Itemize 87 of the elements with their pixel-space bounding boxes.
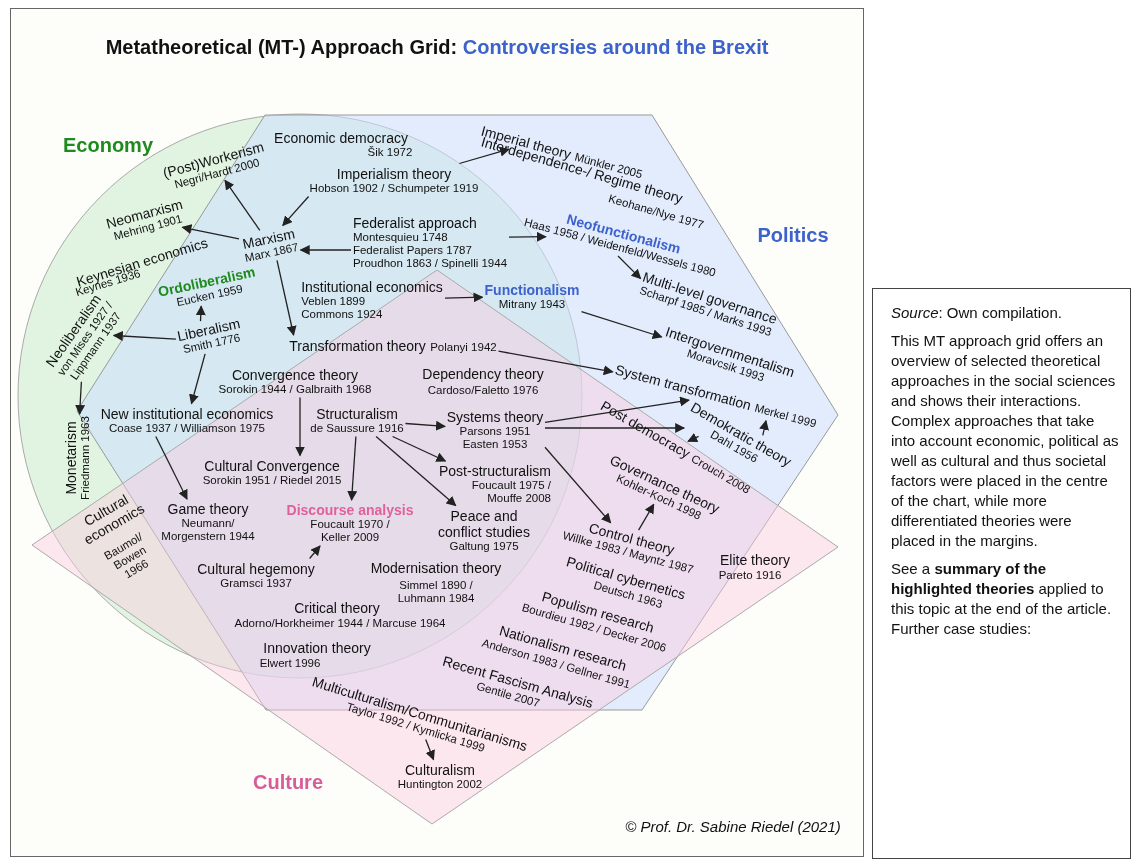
theory-name: Innovation theory xyxy=(263,640,371,656)
theory-name: Monetarism xyxy=(62,420,79,497)
author-citation: Hobson 1902 / Schumpeter 1919 xyxy=(309,181,479,195)
arrow xyxy=(195,305,206,322)
author-citation: Polanyi 1942 xyxy=(430,341,497,353)
author-citation: Neumann/ Morgenstern 1944 xyxy=(160,517,256,543)
theory-name: Economic democracy xyxy=(274,130,408,146)
theory-name: Institutional economics xyxy=(301,279,443,295)
arrow xyxy=(375,435,457,507)
author-citation: Foucault 1970 / Keller 2009 xyxy=(309,518,391,544)
theory-name: Dependency theory xyxy=(422,366,544,382)
summary-note: See a summary of the highlighted theories applied to this topic at the end of the article. Further case studies: xyxy=(891,559,1113,639)
arrow xyxy=(224,179,261,231)
arrow xyxy=(181,224,240,240)
arrow xyxy=(276,259,297,336)
author-citation: Gramsci 1937 xyxy=(219,576,292,590)
theory-name: Cultural Convergence xyxy=(203,457,341,474)
author-citation: de Saussure 1916 xyxy=(310,421,404,435)
theory-name: Modernisation theory xyxy=(370,560,502,576)
arrow xyxy=(687,432,700,442)
theory-name: Peace and conflict studies xyxy=(437,507,531,540)
arrow xyxy=(544,446,612,524)
region-title: Politics xyxy=(757,223,829,247)
author-citation: Montesquieu 1748 xyxy=(352,230,448,244)
arrow xyxy=(282,195,310,227)
arrow xyxy=(544,423,686,433)
theory-name: Post-structuralism xyxy=(439,463,551,479)
theory-name: New institutional economics xyxy=(100,405,274,422)
region-title: Culture xyxy=(253,770,323,794)
theory-name: Game theory xyxy=(166,501,250,517)
arrow xyxy=(347,435,358,501)
author-citation: Merkel 1999 xyxy=(753,401,818,430)
author-citation: Simmel 1890 / Luhmann 1984 xyxy=(396,579,476,605)
theory-name: Functionalism xyxy=(484,281,580,298)
theory-name: Culturalism xyxy=(404,761,476,778)
arrow xyxy=(295,396,305,457)
diagram-title: Metatheoretical (MT-) Approach Grid: Controversies around the Brexit xyxy=(104,36,770,59)
description-paragraph: This MT approach grid offers an overview of selected theoretical approaches in the social sciences and shows their interactions. Complex approaches that take into account economic, political as well as cultural and thus societal factors were placed in the centre of the chart, while more differentiated theories were placed in the margins. xyxy=(891,331,1120,551)
author-citation: Coase 1937 / Williamson 1975 xyxy=(108,421,266,435)
author-citation: Cardoso/Faletto 1976 xyxy=(427,383,539,397)
arrow xyxy=(391,435,447,462)
author-citation: Federalist Papers 1787 xyxy=(352,243,473,257)
arrow xyxy=(617,255,642,280)
arrow xyxy=(75,381,86,415)
arrow xyxy=(155,435,188,500)
theory-name: Convergence theory xyxy=(230,366,360,383)
author-citation: Easten 1953 xyxy=(461,438,529,451)
author-citation: Galtung 1975 xyxy=(448,539,520,553)
theory-name: Structuralism xyxy=(315,405,399,422)
source-note: Source: Own compilation. xyxy=(891,303,1063,323)
arrow xyxy=(189,353,206,405)
arrow xyxy=(458,146,510,165)
arrow xyxy=(508,231,547,242)
region-title: Economy xyxy=(63,133,153,157)
author-citation: Mitrany 1943 xyxy=(497,297,567,311)
author-citation: Veblen 1899 xyxy=(301,295,367,308)
arrow xyxy=(404,420,446,431)
author-citation: Foucault 1975 / Mouffe 2008 xyxy=(470,479,551,505)
theory-name: Federalist approach xyxy=(352,214,478,231)
theory-name: Systems theory xyxy=(446,409,544,425)
theory-name: Imperialism theory xyxy=(335,165,453,182)
arrow xyxy=(299,245,352,255)
theory-name: Critical theory xyxy=(294,600,380,616)
theory-name: Transformation theory xyxy=(289,338,426,354)
author-citation: Pareto 1916 xyxy=(718,568,782,582)
author-citation: Šik 1972 xyxy=(367,145,413,159)
arrow xyxy=(112,331,177,342)
author-citation: Elwert 1996 xyxy=(259,656,321,670)
theory-name: Elite theory xyxy=(720,552,790,568)
arrow xyxy=(580,311,663,340)
theory-name: Discourse analysis xyxy=(286,502,414,518)
author-citation: Huntington 2002 xyxy=(397,777,483,791)
author-citation: Commons 1924 xyxy=(301,308,384,321)
arrow xyxy=(425,738,435,761)
author-citation: Proudhon 1863 / Spinelli 1944 xyxy=(352,256,508,270)
author-citation: Sorokin 1944 / Galbraith 1968 xyxy=(218,382,372,396)
author-citation: Sorokin 1951 / Riedel 2015 xyxy=(202,473,342,487)
arrow xyxy=(444,292,484,303)
arrow xyxy=(544,396,690,423)
author-citation: Parsons 1951 xyxy=(458,425,532,438)
arrow xyxy=(497,350,614,376)
arrow xyxy=(637,503,655,531)
author-citation: Adorno/Horkheimer 1944 / Marcuse 1964 xyxy=(234,616,446,630)
arrow xyxy=(759,419,769,436)
arrow xyxy=(308,545,321,560)
copyright-note: © Prof. Dr. Sabine Riedel (2021) xyxy=(625,817,841,835)
theory-name: Cultural hegemony xyxy=(197,560,315,577)
